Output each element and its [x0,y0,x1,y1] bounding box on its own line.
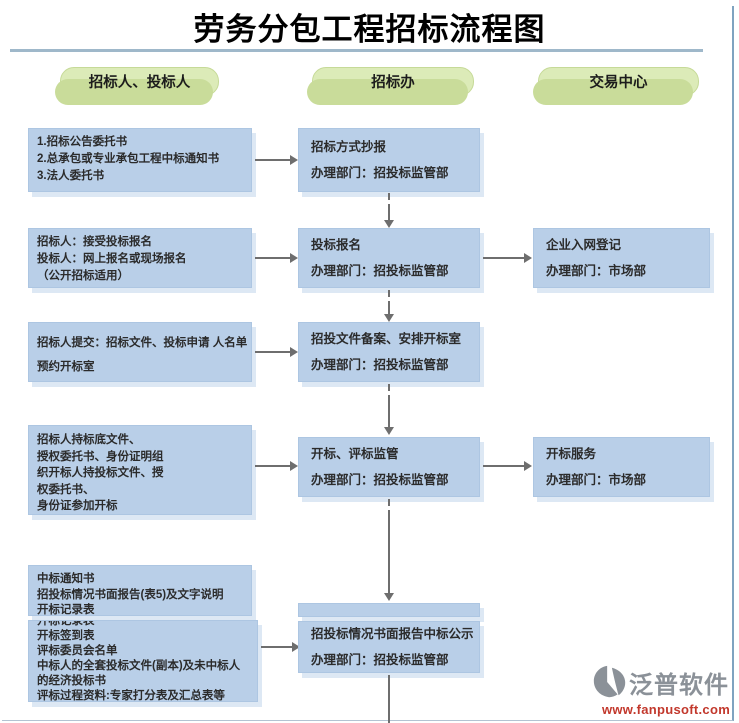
lane-header-bidders: 招标人、投标人 [55,67,219,105]
box-text-line: 开标记录表 [37,604,95,616]
lane-header-trade-center: 交易中心 [533,67,699,105]
box-text-line: 身份证参加开标 [37,500,118,512]
box-text-line: 开标、评标监管 [311,447,399,461]
arrow-down-icon [384,193,394,228]
box-text-line: 招标人提交：招标文件、投标申请 人名单 [37,337,248,349]
box-text-line: 2.总承包或专业承包工程中标通知书 [37,153,220,165]
box-text-line: 招投文件备案、安排开标室 [311,332,462,346]
flow-box-strip [298,603,480,617]
logo-brand-name: 泛普软件 [629,671,729,699]
arrow-right-icon [255,461,298,471]
arrow-right-icon [261,642,300,652]
box-text-line: 办理部门：市场部 [546,264,647,278]
box-text-line: 织开标人持投标文件、授 [37,467,164,479]
arrow-down-icon [384,499,394,601]
box-text-line: 评标过程资料:专家打分表及汇总表等 [37,690,225,702]
box-text-line: 办理部门：招投标监管部 [311,473,449,487]
box-text-line: 预约开标室 [37,361,95,373]
box-text-line: 招投标情况书面报告(表5)及文字说明 [37,588,224,601]
flow-box-open-bid-attendance: 招标人持标底文件、授权委托书、身份证明组织开标人持投标文件、授权委托书、身份证参… [28,425,252,515]
box-text-line: 中标通知书 [37,573,95,585]
box-text-line: 3.法人委托书 [37,170,105,182]
box-text-line: 办理部门：招投标监管部 [311,264,449,278]
box-text-line: 开标记录表 [37,620,95,627]
flow-box-document-filing: 招投文件备案、安排开标室办理部门：招投标监管部 [298,322,480,382]
arrow-right-icon [255,155,298,165]
box-text-line: 招标方式抄报 [311,140,387,154]
fanpu-logo: 泛普软件 www.fanpusoft.com [591,663,739,717]
arrow-down-icon [384,384,394,435]
box-text-line: 权委托书、 [37,483,95,496]
arrow-right-icon [483,461,532,471]
flow-box-open-evaluation-supervision: 开标、评标监管办理部门：招投标监管部 [298,437,480,497]
box-text-line: 办理部门：招投标监管部 [311,653,449,667]
flow-box-submit-bid-documents: 招标人提交：招标文件、投标申请 人名单预约开标室 [28,322,252,382]
flow-box-bid-registration: 投标报名办理部门：招投标监管部 [298,228,480,288]
flow-box-evaluation-records: 开标记录表开标签到表评标委员会名单中标人的全套投标文件(副本)及未中标人的经济投… [28,620,258,702]
title-divider [10,49,703,52]
connector-line [388,675,390,723]
flow-box-award-publicity: 招投标情况书面报告中标公示办理部门：招投标监管部 [298,621,480,673]
box-text-line: 办理部门：市场部 [546,473,647,487]
flow-box-entrust-documents: 1.招标公告委托书 2.总承包或专业承包工程中标通知书 3.法人委托书 [28,128,252,192]
flow-box-registration-info: 招标人：接受投标报名投标人：网上报名或现场报名 （公开招标适用） [28,228,252,288]
flow-box-bid-method-report: 招标方式抄报办理部门：招投标监管部 [298,128,480,192]
box-text-line: 评标委员会名单 [37,645,118,657]
flow-box-award-notice-documents: 中标通知书招投标情况书面报告(表5)及文字说明开标记录表 [28,565,252,616]
arrow-down-icon [384,290,394,322]
box-text-line: 投标报名 [311,238,362,252]
box-text-line: 的经济投标书 [37,675,106,687]
box-text-line: （公开招标适用） [37,270,129,282]
box-text-line: 招标人持标底文件、 [37,434,141,446]
box-text-line: 中标人的全套投标文件(副本)及未中标人 [37,660,241,672]
box-text-line: 办理部门：招投标监管部 [311,166,449,180]
box-text-line: 招投标情况书面报告中标公示 [311,627,474,641]
box-text-line: 授权委托书、身份证明组 [37,450,164,463]
box-text-line: 开标服务 [546,447,597,461]
box-text-line: 招标人：接受投标报名 [37,236,152,248]
lane-header-label: 招标人、投标人 [88,75,191,91]
box-text-line: 开标签到表 [37,630,95,642]
arrow-right-icon [483,253,532,263]
lane-header-label: 交易中心 [589,75,648,91]
flow-box-enterprise-network-registration: 企业入网登记办理部门：市场部 [533,228,710,288]
box-text-line: 1.招标公告委托书 [37,136,128,148]
fanpu-logo-icon [591,663,629,701]
box-text-line: 企业入网登记 [546,238,622,252]
box-text-line: 办理部门：招投标监管部 [311,358,449,372]
flow-box-open-bid-service: 开标服务办理部门：市场部 [533,437,710,497]
arrow-right-icon [255,347,298,357]
logo-website-url: www.fanpusoft.com [601,702,731,717]
lane-header-bid-office: 招标办 [307,67,474,105]
box-text-line: 投标人：网上报名或现场报名 [37,253,187,265]
page-title: 劳务分包工程招标流程图 [193,12,546,47]
arrow-right-icon [255,253,298,263]
lane-header-label: 招标办 [371,75,415,91]
